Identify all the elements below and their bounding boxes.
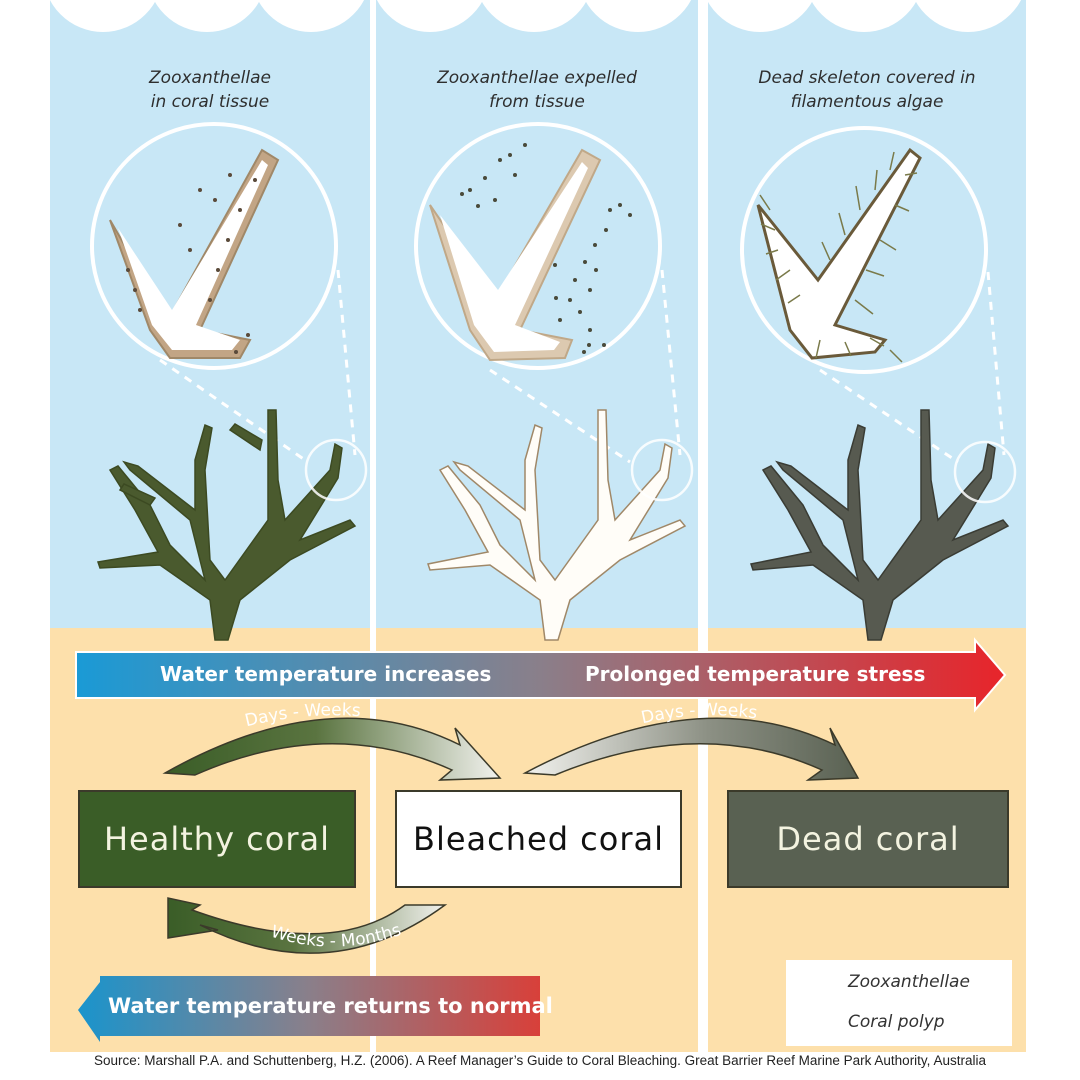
caption-line: Dead skeleton covered in — [758, 68, 976, 88]
temperature-increase-label: Water temperature increases — [160, 662, 492, 686]
caption-line: Zooxanthellae expelled — [437, 68, 637, 88]
legend-polyp-label: Coral polyp — [848, 1012, 945, 1032]
wave-edge — [49, 0, 1022, 32]
temperature-stress-label: Prolonged temperature stress — [585, 662, 926, 686]
caption-healthy: Zooxanthellae in coral tissue — [50, 66, 370, 114]
magnifier-healthy — [90, 122, 357, 462]
magnifier-dead — [740, 126, 1006, 464]
caption-line: from tissue — [489, 92, 585, 112]
zoom-indicator — [630, 438, 694, 502]
source-citation: Source: Marshall P.A. and Schuttenberg, … — [94, 1053, 986, 1068]
magnifier-bleached — [414, 122, 682, 464]
state-dead-coral: Dead coral — [727, 790, 1009, 888]
legend: Zooxanthellae Coral polyp — [786, 960, 1012, 1046]
transition-arrow-bleached-to-dead: Days - Weeks — [522, 700, 860, 781]
caption-dead: Dead skeleton covered in filamentous alg… — [708, 66, 1026, 114]
state-healthy-coral: Healthy coral — [78, 790, 356, 888]
zoom-indicator — [304, 438, 368, 502]
temperature-increase-arrow — [75, 637, 1007, 713]
coral-bleached — [427, 409, 687, 641]
state-bleached-coral: Bleached coral — [395, 790, 682, 888]
temperature-return-label: Water temperature returns to normal — [108, 994, 553, 1018]
zoom-indicator — [953, 440, 1017, 504]
coral-healthy — [97, 409, 357, 641]
legend-zooxanthellae-label: Zooxanthellae — [848, 972, 970, 992]
coral-dead — [750, 409, 1010, 641]
caption-line: in coral tissue — [150, 92, 270, 112]
caption-line: filamentous algae — [790, 92, 944, 112]
temperature-return-arrow — [78, 976, 540, 1042]
transition-arrow-healthy-to-bleached: Days - Weeks — [162, 700, 502, 781]
caption-line: Zooxanthellae — [149, 68, 271, 88]
caption-bleached: Zooxanthellae expelled from tissue — [376, 66, 698, 114]
transition-arrow-bleached-to-healthy: Weeks - Months — [167, 897, 448, 954]
